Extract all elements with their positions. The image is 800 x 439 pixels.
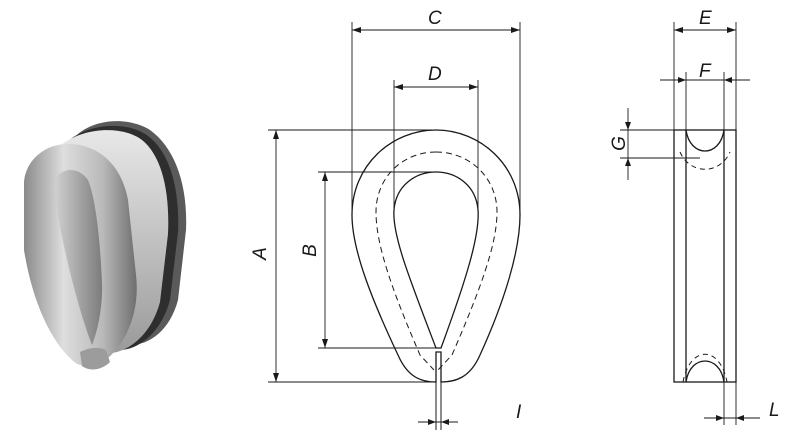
groove-top-hidden xyxy=(679,151,731,170)
label-l: L xyxy=(769,400,780,421)
dim-l-arrow-right xyxy=(736,415,744,421)
side-outline xyxy=(673,129,737,383)
groove-hidden-line xyxy=(375,151,498,371)
label-e: E xyxy=(699,8,712,29)
groove-top-arc xyxy=(685,129,725,152)
dim-d-arrow-right xyxy=(469,84,478,90)
groove-bottom-arc xyxy=(685,360,725,383)
label-a: A xyxy=(249,247,271,260)
dim-b-arrow-top xyxy=(322,172,328,181)
dim-a-arrow-top xyxy=(273,130,279,139)
front-view xyxy=(351,129,521,430)
dim-g-arrow-top xyxy=(625,122,631,130)
dim-i-arrow-right xyxy=(441,419,449,425)
dim-i-arrow-left xyxy=(428,419,436,425)
label-b: B xyxy=(299,244,321,257)
label-g: G xyxy=(608,136,630,151)
side-view xyxy=(673,129,737,383)
thimble-3d-render xyxy=(24,121,187,370)
label-c: C xyxy=(428,8,442,29)
dim-a-arrow-bottom xyxy=(273,373,279,382)
front-dimensions xyxy=(268,22,521,425)
dim-e-arrow-right xyxy=(727,27,736,33)
dim-g-arrow-bottom xyxy=(625,158,631,166)
dim-f-arrow-right xyxy=(724,77,732,83)
dim-b-arrow-bottom xyxy=(322,339,328,348)
dim-f-arrow-left xyxy=(678,77,686,83)
thimble-tip xyxy=(80,347,110,370)
dim-l-arrow-left xyxy=(716,415,724,421)
inner-contour xyxy=(393,171,479,349)
label-d: D xyxy=(428,64,442,85)
dim-c-arrow-left xyxy=(352,27,361,33)
side-dimensions xyxy=(620,22,760,425)
dim-c-arrow-right xyxy=(511,27,520,33)
label-i: I xyxy=(516,402,522,423)
thimble-inner-eye xyxy=(55,169,103,345)
groove-bottom-hidden xyxy=(682,353,728,383)
dim-d-arrow-left xyxy=(394,84,403,90)
outer-contour xyxy=(351,129,521,383)
label-f: F xyxy=(699,61,711,82)
dim-e-arrow-left xyxy=(674,27,683,33)
